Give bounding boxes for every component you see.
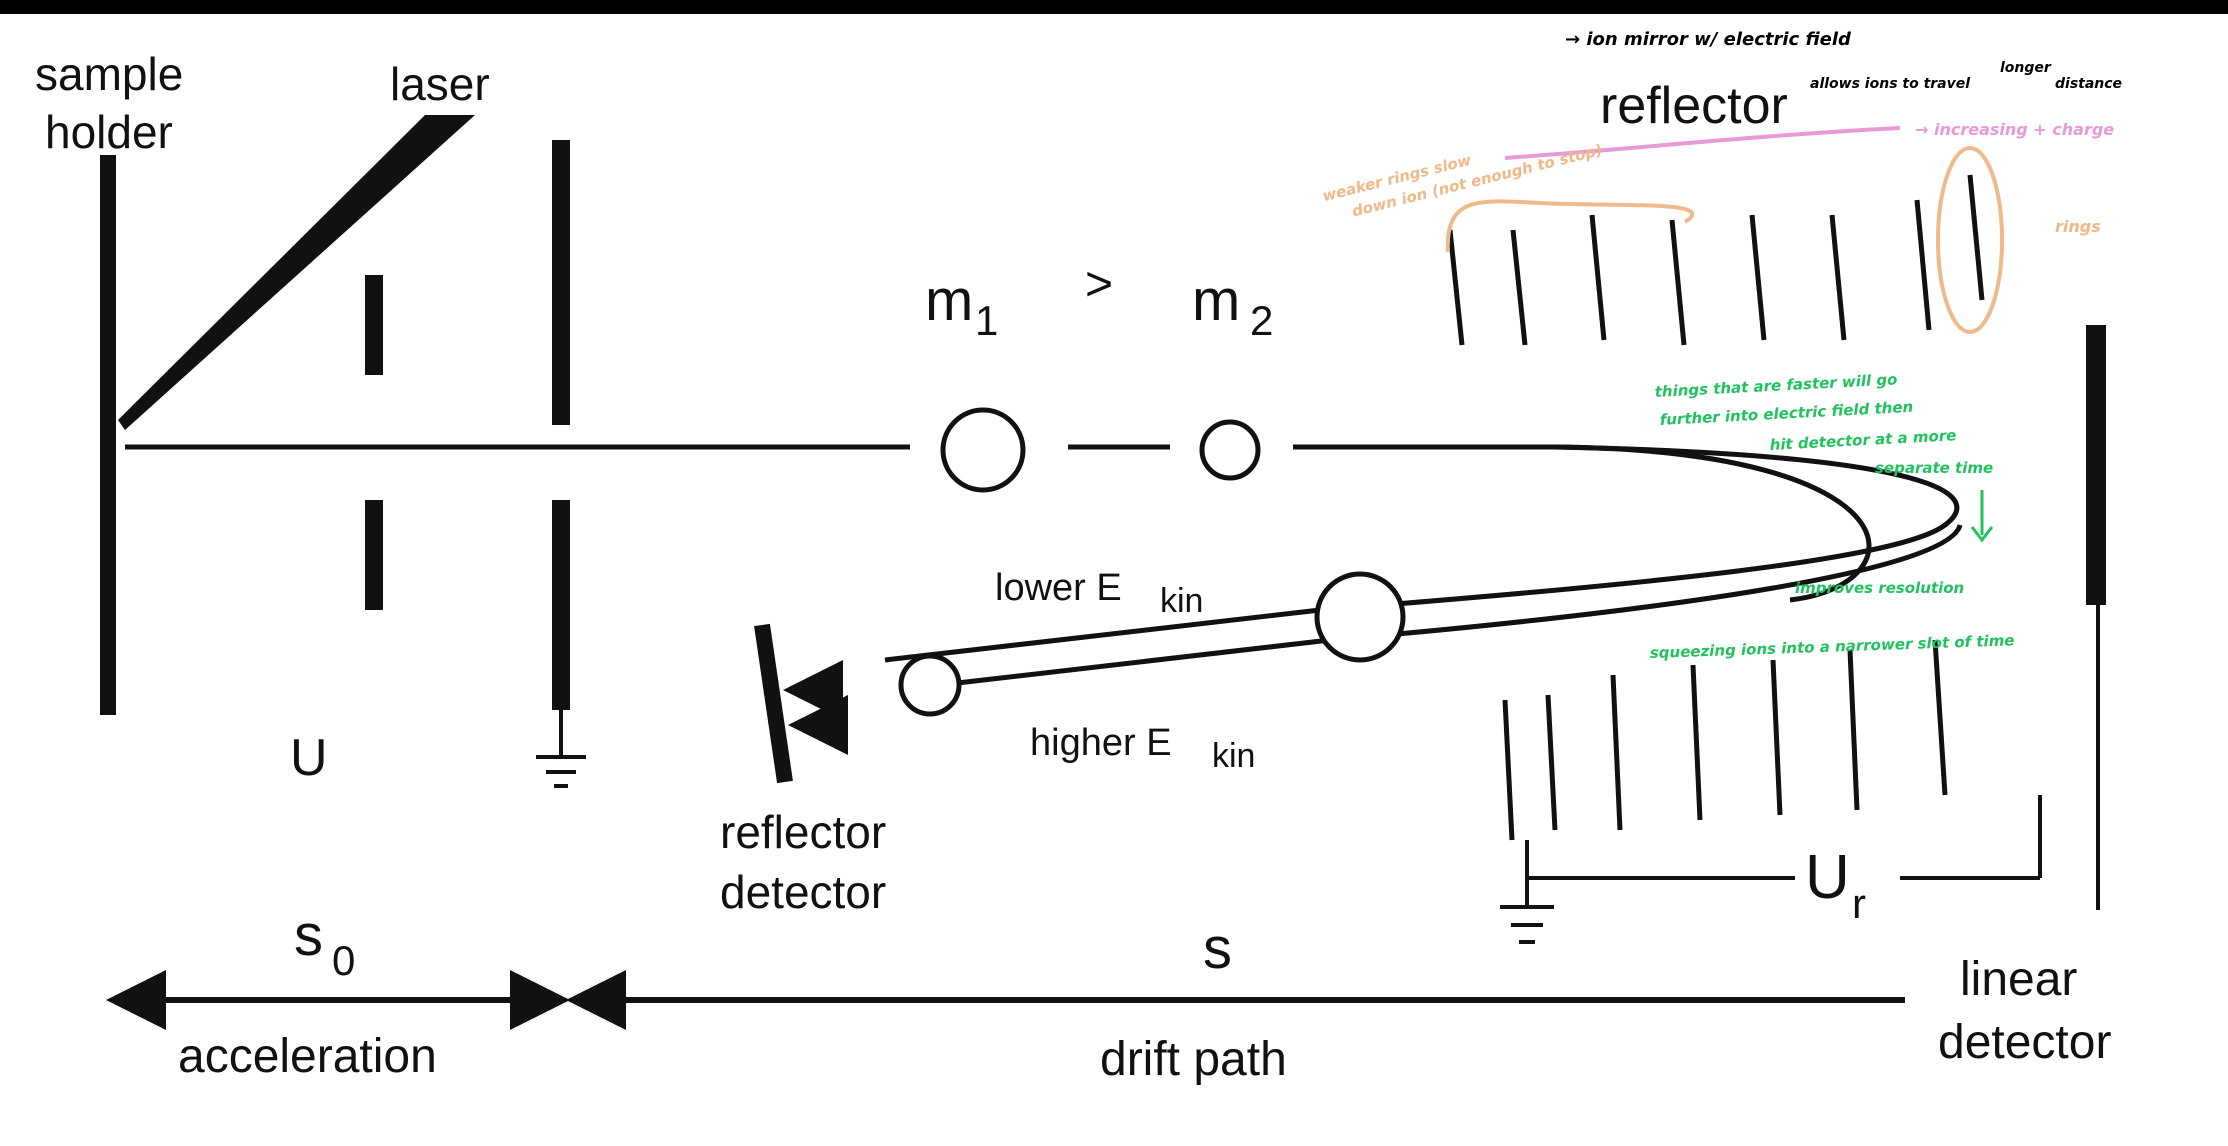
annotation-allows-1: allows ions to travel [1810,76,1970,92]
label-m1: m [925,268,973,333]
orange-bracket [1445,199,1695,253]
extraction-electrode-top [365,275,383,375]
extraction-electrode-bottom [365,500,383,610]
reflector-rings-bottom [1502,639,1948,841]
laser-beam [118,115,475,430]
ion-m2 [1199,419,1261,481]
label-s0: s [294,903,323,968]
label-m1-sub: 1 [975,297,998,344]
annotation-increasing-charge: → increasing + charge [1915,120,2114,139]
reflector-detector [754,623,793,784]
top-bar [0,0,2228,14]
ion-reflected-small [898,653,962,717]
label-greater-than: > [1085,258,1113,311]
trajectory-lower-ekin [884,444,1960,663]
label-reflector-detector-1: reflector [720,806,886,858]
ground-electrode-top [552,140,570,425]
label-linear-detector: detector [1938,1016,2111,1069]
annotation-squeezing: squeezing ions into a narrower slot of t… [1650,631,2015,662]
reflector-rings-top [1447,174,1985,346]
label-Ur-sub: r [1852,880,1866,927]
label-lower-ekin-sub: kin [1160,582,1203,620]
label-holder: holder [45,106,173,158]
ground-symbol-right [1500,878,1554,944]
ur-bracket [1525,795,2042,880]
label-higher-ekin-sub: kin [1212,737,1255,775]
annotation-improves: improves resolution [1795,579,1964,597]
label-U: U [290,729,328,787]
label-linear: linear [1960,953,2077,1006]
ground-electrode-bottom [552,500,570,710]
label-drift-path: drift path [1100,1033,1287,1086]
orange-ring-circle [1936,146,2004,334]
label-higher-ekin: higher E [1030,722,1172,764]
ion-m1 [940,407,1026,493]
label-m2: m [1192,268,1240,333]
label-laser: laser [390,58,490,110]
annotation-faster-1: things that are faster will go [1654,370,1898,401]
annotation-faster-2: further into electric field then [1659,398,1913,429]
label-lower-ekin: lower E [995,567,1122,609]
annotation-faster-3: hit detector at a more [1769,426,1957,454]
trajectory-higher-ekin [939,524,1963,688]
label-s0-sub: 0 [332,937,355,984]
annotation-faster-4: separate time [1875,459,1993,477]
linear-detector-plate [2086,325,2106,605]
annotation-ion-mirror: → ion mirror w/ electric field [1565,29,1852,50]
label-sample: sample [35,48,183,100]
ion-reflected-large [1314,571,1406,663]
annotation-allows-2: longer [2000,60,2052,76]
sample-holder-plate [100,155,116,715]
label-reflector: reflector [1600,77,1788,135]
label-reflector-detector-2: detector [720,866,886,918]
label-Ur: U [1805,843,1850,912]
label-acceleration: acceleration [178,1030,437,1083]
pink-arrow-line [1504,126,1901,160]
annotation-rings: rings [2055,217,2101,236]
label-m2-sub: 2 [1250,297,1273,344]
annotation-allows-3: distance [2055,76,2122,92]
label-s: s [1203,916,1232,981]
green-arrow-head [1970,526,1994,543]
ground-symbol-left [536,710,586,788]
